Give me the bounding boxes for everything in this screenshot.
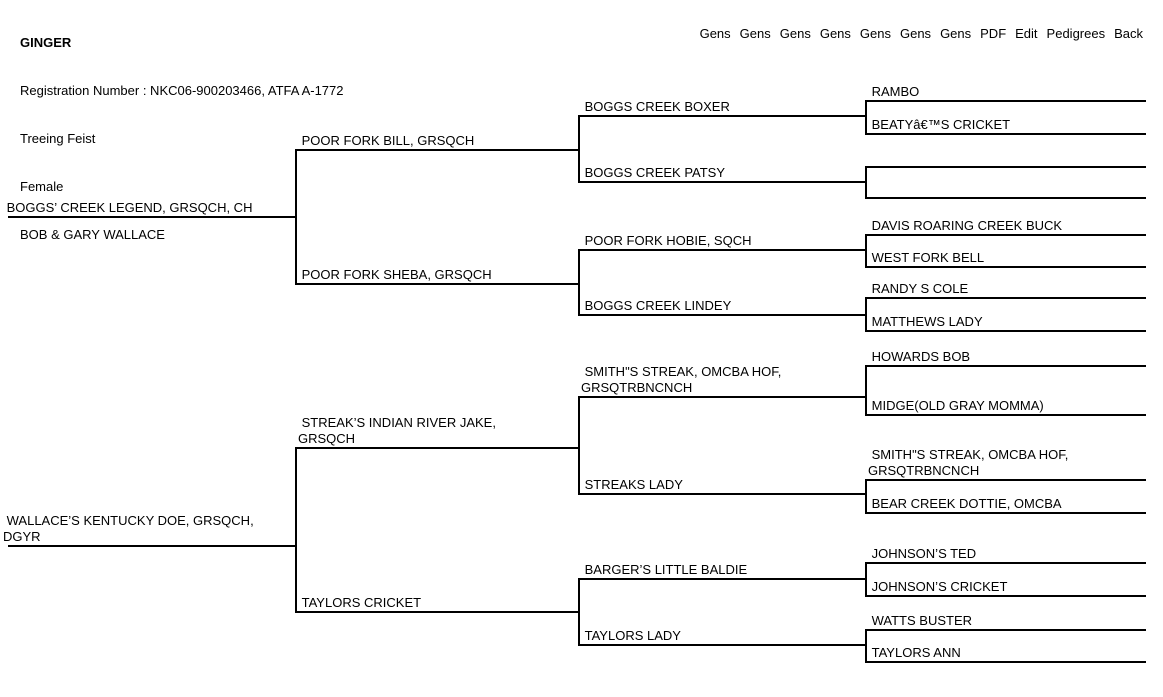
- pedigree-node-label: BEATYâ€™S CRICKET: [868, 117, 1011, 132]
- nav-links: Gens Gens Gens Gens Gens Gens Gens PDF Edit Pedig…: [700, 26, 1143, 41]
- pedigree-node-label: POOR FORK BILL, GRSQCH: [298, 133, 475, 148]
- pedigree-line: [865, 266, 1146, 268]
- pedigree-line: [578, 493, 865, 495]
- nav-link-gens-5[interactable]: Gens: [859, 26, 891, 41]
- owner: BOB & GARY WALLACE: [20, 227, 165, 242]
- nav-link-gens-6[interactable]: Gens: [899, 26, 932, 41]
- pedigree-line: [8, 545, 295, 547]
- pedigree-node-label: DAVIS ROARING CREEK BUCK: [868, 218, 1063, 233]
- nav-link-back[interactable]: Back: [1114, 26, 1143, 41]
- pedigree-bracket: [865, 562, 867, 597]
- pedigree-line: [578, 115, 865, 117]
- pedigree-line: [865, 100, 1146, 102]
- pedigree-node-label: RANDY S COLE: [868, 281, 969, 296]
- pedigree-line: [865, 365, 1146, 367]
- pedigree-line: [295, 611, 578, 613]
- pedigree-node-label: WATTS BUSTER: [868, 613, 973, 628]
- pedigree-node-label: BOGGS CREEK BOXER: [581, 99, 730, 114]
- pedigree-bracket: [865, 479, 867, 514]
- pedigree-node-label: SMITH"S STREAK, OMCBA HOF, GRSQTRBNCNCH: [868, 447, 1069, 478]
- pedigree-node-label: JOHNSON’S TED: [868, 546, 977, 561]
- pedigree-bracket: [578, 249, 580, 316]
- pedigree-node-label: TAYLORS CRICKET: [298, 595, 422, 610]
- nav-link-gens-1[interactable]: Gens: [699, 26, 731, 41]
- pedigree-bracket: [865, 234, 867, 268]
- pedigree-line: [578, 181, 865, 183]
- pedigree-line: [295, 283, 578, 285]
- pedigree-line: [8, 216, 295, 218]
- pedigree-node-label: POOR FORK SHEBA, GRSQCH: [298, 267, 492, 282]
- pedigree-node-label: TAYLORS LADY: [581, 628, 681, 643]
- pedigree-node-label: BEAR CREEK DOTTIE, OMCBA: [868, 496, 1062, 511]
- pedigree-bracket: [578, 578, 580, 646]
- pedigree-node-label: TAYLORS ANN: [868, 645, 961, 660]
- pedigree-line: [865, 479, 1146, 481]
- dog-info-header: GINGER Registration Number : NKC06-90020…: [20, 3, 344, 275]
- pedigree-line: [865, 512, 1146, 514]
- pedigree-bracket: [295, 149, 297, 285]
- breed: Treeing Feist: [20, 131, 96, 146]
- pedigree-node-label: RAMBO: [868, 84, 920, 99]
- pedigree-bracket: [865, 100, 867, 135]
- pedigree-node-label: STREAK’S INDIAN RIVER JAKE, GRSQCH: [298, 415, 496, 446]
- pedigree-line: [865, 166, 1146, 168]
- pedigree-line: [865, 414, 1146, 416]
- nav-link-edit[interactable]: Edit: [1015, 26, 1038, 41]
- pedigree-bracket: [865, 629, 867, 663]
- pedigree-bracket: [578, 115, 580, 183]
- pedigree-line: [295, 149, 578, 151]
- pedigree-node-label: BOGGS CREEK PATSY: [581, 165, 726, 180]
- pedigree-node-label: MIDGE(OLD GRAY MOMMA): [868, 398, 1044, 413]
- pedigree-line: [865, 133, 1146, 135]
- nav-link-gens-4[interactable]: Gens: [819, 26, 851, 41]
- pedigree-node-label: HOWARDS BOB: [868, 349, 971, 364]
- pedigree-line: [865, 661, 1146, 663]
- pedigree-node-label: POOR FORK HOBIE, SQCH: [581, 233, 752, 248]
- pedigree-bracket: [865, 365, 867, 416]
- nav-link-gens-7[interactable]: Gens: [940, 26, 972, 41]
- sex: Female: [20, 179, 64, 194]
- pedigree-line: [578, 644, 865, 646]
- nav-link-pdf[interactable]: PDF: [980, 26, 1007, 41]
- pedigree-line: [865, 562, 1146, 564]
- pedigree-line: [865, 234, 1146, 236]
- nav-link-gens-2[interactable]: Gens: [739, 26, 771, 41]
- pedigree-line: [578, 578, 865, 580]
- pedigree-bracket: [865, 297, 867, 332]
- pedigree-line: [865, 197, 1146, 199]
- pedigree-node-label: BARGER’S LITTLE BALDIE: [581, 562, 748, 577]
- pedigree-bracket: [865, 166, 867, 199]
- pedigree-node-label: BOGGS’ CREEK LEGEND, GRSQCH, CH: [3, 200, 253, 215]
- pedigree-line: [865, 629, 1146, 631]
- pedigree-line: [295, 447, 578, 449]
- nav-link-gens-3[interactable]: Gens: [779, 26, 811, 41]
- pedigree-node-label: MATTHEWS LADY: [868, 314, 983, 329]
- pedigree-line: [578, 314, 865, 316]
- nav-link-pedigrees[interactable]: Pedigrees: [1046, 26, 1106, 41]
- pedigree-node-label: JOHNSON’S CRICKET: [868, 579, 1008, 594]
- pedigree-line: [865, 297, 1146, 299]
- dog-name: GINGER: [20, 35, 72, 50]
- pedigree-node-label: BOGGS CREEK LINDEY: [581, 298, 732, 313]
- pedigree-bracket: [578, 396, 580, 495]
- pedigree-node-label: STREAKS LADY: [581, 477, 683, 492]
- registration-number: Registration Number : NKC06-900203466, A…: [20, 83, 344, 98]
- pedigree-line: [578, 249, 865, 251]
- pedigree-node-label: SMITH"S STREAK, OMCBA HOF, GRSQTRBNCNCH: [581, 364, 782, 395]
- pedigree-node-label: WALLACE’S KENTUCKY DOE, GRSQCH, DGYR: [3, 513, 254, 544]
- pedigree-node-label: WEST FORK BELL: [868, 250, 985, 265]
- pedigree-line: [865, 595, 1146, 597]
- pedigree-line: [865, 330, 1146, 332]
- pedigree-bracket: [295, 447, 297, 613]
- pedigree-line: [578, 396, 865, 398]
